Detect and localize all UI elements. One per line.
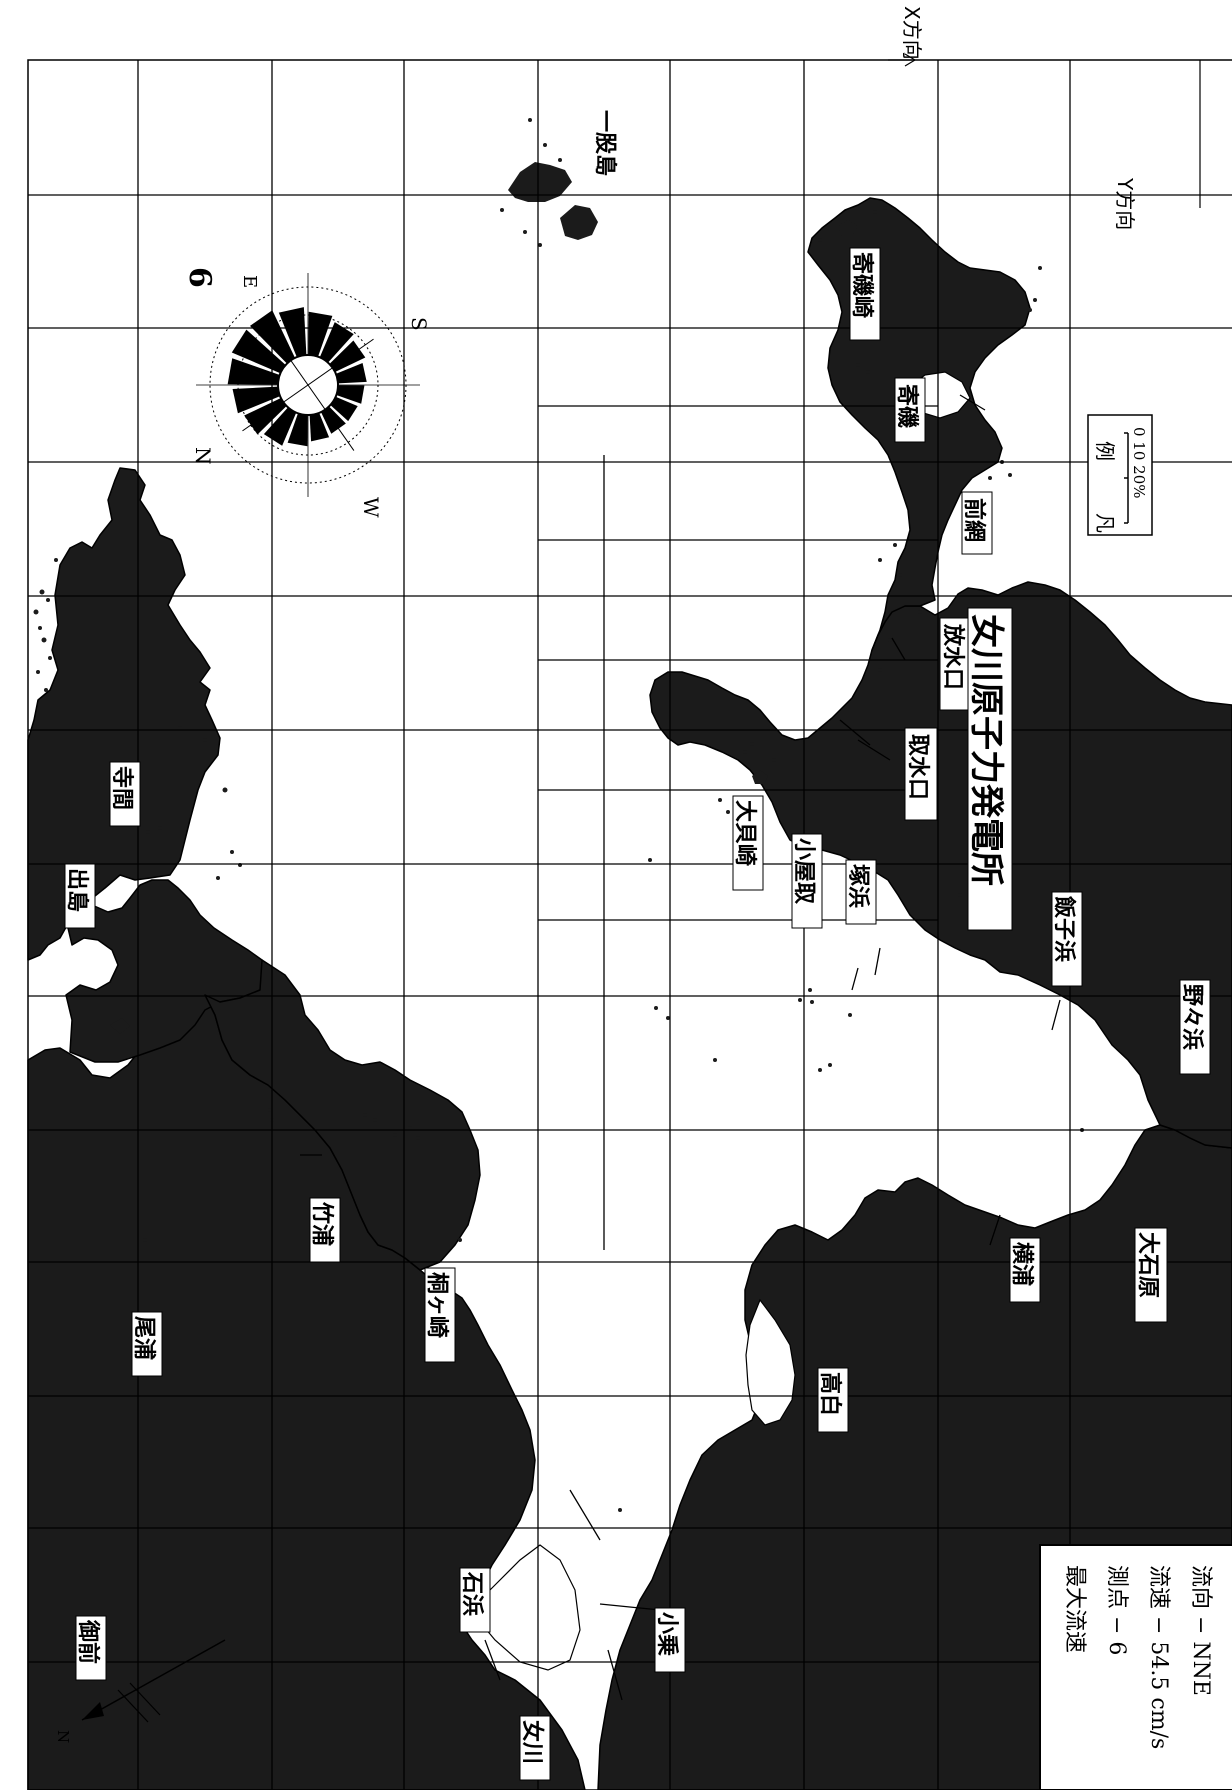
rose-bar-5 (335, 363, 367, 384)
island-ookaizaki-rock (752, 770, 768, 784)
land-oura-arm (65, 879, 271, 1063)
axis-x-direction: X方向 (888, 6, 924, 67)
rose-bar-11 (263, 407, 297, 446)
island-ichimata-2 (560, 205, 598, 240)
compass-label-w: W (359, 497, 383, 518)
island-ichimata-1 (508, 162, 572, 202)
label-koyatori: 小屋取 (791, 838, 816, 904)
north-arrow: N (54, 1639, 226, 1743)
label-yoiso-zaki: 寄磯崎 (849, 252, 875, 318)
scale-ticks: 0 10 20% (1130, 427, 1148, 499)
label-tsukahama: 塚浜 (845, 864, 870, 908)
label-yoiso: 寄磯 (894, 384, 920, 428)
label-yokoura: 横浦 (1009, 1242, 1035, 1286)
label-terama: 寺間 (109, 766, 134, 810)
label-izushima: 出島 (64, 868, 90, 912)
label-onagawa: 女川 (519, 1720, 545, 1764)
info-direction: 流向 − NNE (1188, 1565, 1213, 1696)
island-oura-tip (110, 1018, 130, 1034)
scale-legend-title-b: 例 (1093, 441, 1117, 461)
label-ookaizaki: 大貝崎 (732, 800, 757, 866)
grid (27, 59, 1232, 1790)
label-iigohama: 飯子浜 (1051, 895, 1077, 962)
label-maeami: 前網 (961, 498, 987, 542)
land-takeura (204, 959, 481, 1271)
rose-bar-2 (308, 311, 333, 357)
label-ichimatajima: 一股島 (592, 110, 618, 176)
info-box: 最大流速 測点 − 6 流速 − 54.5 cm/s 流向 − NNE (1039, 1544, 1232, 1790)
info-title: 最大流速 (1062, 1565, 1087, 1653)
label-shusuikou: 取水口 (905, 734, 930, 800)
island-northwest-rock (40, 1700, 62, 1722)
label-oura: 尾浦 (131, 1316, 157, 1360)
compass-station-number: 6 (182, 267, 217, 288)
land-east (649, 581, 1232, 1149)
rose-bar-9 (309, 412, 330, 442)
island-layer (40, 162, 858, 1722)
x-axis-label: X方向 (900, 6, 924, 60)
label-kirigasaki: 桐ヶ崎 (424, 1272, 449, 1338)
inlet-takashiro (745, 1298, 796, 1426)
rose-bars (227, 307, 367, 447)
rose-bar-10 (287, 413, 308, 447)
info-speed: 流速 − 54.5 cm/s (1146, 1565, 1171, 1749)
label-kono: 小乗 (654, 1612, 679, 1656)
info-station: 測点 − 6 (1104, 1565, 1129, 1655)
compass-label-e: E (239, 275, 260, 288)
axis-y-direction: Y方向 (1113, 60, 1201, 230)
island-yoisozaki-rock (838, 220, 858, 236)
scale-legend: 凡 例 0 10 20% (1087, 414, 1153, 536)
compass-rose: N E S W 6 (182, 267, 431, 518)
label-ooishihara: 大石原 (1135, 1232, 1160, 1298)
label-takashiro: 高白 (817, 1372, 843, 1416)
rose-bar-1 (278, 307, 307, 358)
rose-bar-7 (330, 396, 358, 422)
land-izushima (27, 467, 221, 961)
y-axis-label: Y方向 (1113, 177, 1137, 230)
scale-legend-title-a: 凡 (1093, 513, 1117, 533)
label-ishihama: 石浜 (459, 1571, 484, 1616)
compass-label-s: S (407, 317, 431, 331)
label-takeura: 竹浦 (309, 1201, 335, 1246)
rose-bar-15 (231, 329, 286, 374)
north-arrow-label: N (54, 1730, 72, 1743)
rose-bar-14 (227, 358, 280, 385)
inlet-ishihama (469, 1544, 581, 1671)
label-goze: 御前 (75, 1619, 101, 1664)
label-houshuikou: 放水口 (940, 623, 966, 690)
rose-bar-13 (232, 386, 281, 414)
label-onagawa-npp: 女川原子力発電所 (966, 614, 1006, 886)
compass-label-n: N (191, 447, 215, 465)
rose-bar-3 (319, 322, 354, 363)
rose-bar-6 (336, 385, 365, 404)
label-nonohama: 野々浜 (1179, 984, 1204, 1050)
coastal-structures (300, 394, 1061, 1701)
place-labels: 一股島 寄磯崎 寄磯 前網 放水口 取水口 女川原子力発電所 大貝崎 小屋取 塚… (64, 110, 1211, 1781)
